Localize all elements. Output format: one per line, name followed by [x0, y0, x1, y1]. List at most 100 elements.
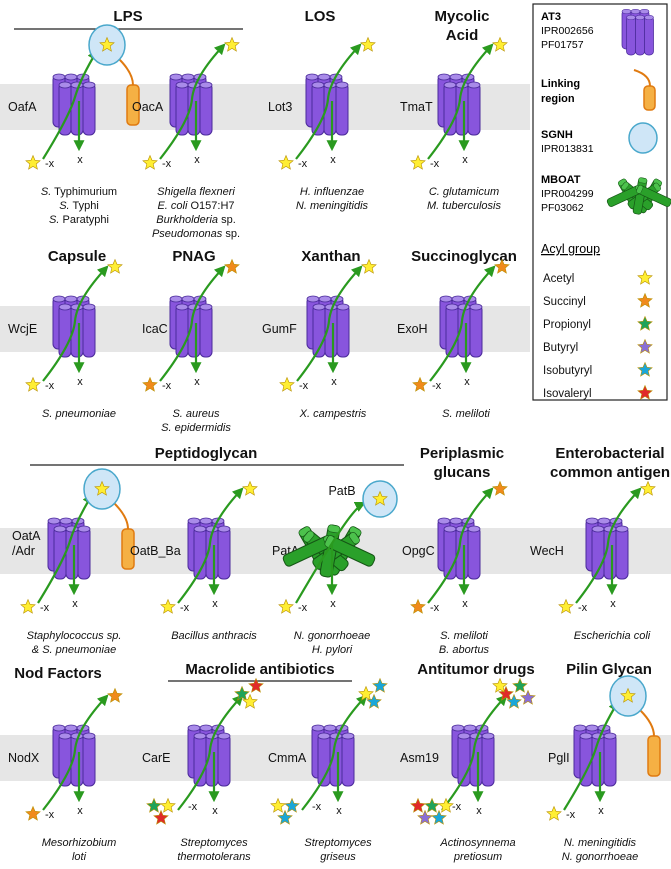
acceptor-x: x: [77, 154, 83, 166]
product-star-acetyl: [242, 480, 258, 496]
product-star-succinyl: [107, 687, 123, 703]
at3-barrel: [573, 724, 617, 787]
acyl-transfer-arrow: [296, 265, 363, 382]
acyl-transfer-arrow: [177, 487, 244, 604]
product-star-acetyl: [360, 36, 376, 52]
organism-name: griseus: [320, 851, 356, 863]
donor-x: -x: [430, 158, 440, 170]
heading-nod: Nod Factors: [14, 665, 102, 682]
legend-sgnh-title: SGNH: [541, 129, 573, 141]
protein-label: /Adr: [12, 544, 35, 558]
acyl-transfer-arrow: [301, 694, 368, 811]
linking-region: [121, 528, 135, 570]
acceptor-x: x: [598, 805, 604, 817]
product-star-propionyl: [234, 685, 250, 701]
protein-label: CarE: [142, 751, 170, 765]
donor-star-acetyl: [160, 598, 176, 614]
legend-mboat-id1: IPR004299: [541, 188, 594, 200]
organism-name: N. meningitidis: [564, 837, 637, 849]
organism-name: S. pneumoniae: [42, 408, 116, 420]
legend-mboat-id2: PF03062: [541, 202, 584, 214]
legend-at3-barrel: [621, 8, 654, 56]
legend-acyl-acetyl: Acetyl: [543, 273, 574, 285]
acyl-star-acetyl: [94, 480, 110, 496]
organism-name: Staphylococcus sp.: [27, 630, 122, 642]
donor-star-propionyl: [424, 797, 440, 813]
legend-star-succinyl: [637, 292, 653, 308]
acceptor-x: x: [194, 376, 200, 388]
organism-name: X. campestris: [299, 408, 367, 420]
organism-name: C. glutamicum: [429, 186, 499, 198]
donor-star-acetyl: [278, 598, 294, 614]
donor-star-acetyl: [438, 797, 454, 813]
legend-sgnh-icon: [628, 122, 658, 154]
organism-name: N. gonorrhoeae: [294, 630, 370, 642]
protein-label: OatA: [12, 529, 41, 543]
organism-name: Streptomyces: [304, 837, 372, 849]
product-star-succinyl: [224, 258, 240, 274]
product-star-acetyl: [242, 693, 258, 709]
section-headings: LPS LOS Mycolic Acid Capsule PNAG Xantha…: [14, 8, 670, 682]
linking-region: [126, 84, 140, 126]
donor-x: -x: [180, 602, 190, 614]
heading-los: LOS: [305, 8, 336, 25]
legend-star-acetyl: [637, 269, 653, 285]
donor-x: -x: [298, 602, 308, 614]
acceptor-x: x: [194, 154, 200, 166]
linking-region-connector: [113, 502, 129, 530]
acceptor-x: x: [331, 376, 337, 388]
product-star-acetyl: [107, 258, 123, 274]
acyl-transfer-arrow: [42, 694, 109, 811]
heading-pilin: Pilin Glycan: [566, 661, 652, 678]
acyl-transfer-arrow: [177, 694, 244, 811]
protein-label: WcjE: [8, 322, 37, 336]
at3-barrel: [451, 724, 495, 787]
product-star-acetyl: [361, 258, 377, 274]
heading-pnag: PNAG: [172, 248, 215, 265]
at3-barrel: [305, 73, 349, 136]
donor-star-butyryl: [417, 809, 433, 825]
donor-x: -x: [566, 809, 576, 821]
legend-sgnh-id1: IPR013831: [541, 143, 594, 155]
protein-label: ExoH: [397, 322, 428, 336]
acceptor-x: x: [77, 805, 83, 817]
heading-succinoglycan: Succinoglycan: [411, 248, 517, 265]
donor-star-isovaleryl: [410, 797, 426, 813]
protein-label: OafA: [8, 100, 37, 114]
donor-star-acetyl: [25, 154, 41, 170]
acceptor-x: x: [476, 805, 482, 817]
acceptor-x: x: [462, 598, 468, 610]
organism-name: S. Typhimurium: [41, 186, 117, 198]
organism-name: E. coli O157:H7: [157, 200, 234, 212]
legend-acyl-isovaleryl: Isovaleryl: [543, 388, 592, 400]
linking-region: [647, 735, 661, 777]
legend-mboat-domain: [606, 177, 671, 215]
protein-label: IcaC: [142, 322, 168, 336]
acceptor-x: x: [610, 598, 616, 610]
product-star-isobutyryl: [366, 693, 382, 709]
acyl-transfer-arrow: [159, 43, 226, 160]
at3-barrel: [585, 517, 629, 580]
acyl-transfer-arrow: [429, 265, 496, 382]
heading-lps: LPS: [113, 8, 142, 25]
donor-x: -x: [430, 602, 440, 614]
organism-name: S. epidermidis: [161, 422, 231, 434]
legend-acyl-title: Acyl group: [541, 242, 600, 256]
protein-label: WecH: [530, 544, 564, 558]
donor-star-succinyl: [410, 598, 426, 614]
acyl-transfer-arrow: [427, 487, 494, 604]
acceptor-x: x: [77, 376, 83, 388]
legend-mboat-title: MBOAT: [541, 174, 581, 186]
heading-mycolic-1: Mycolic: [434, 8, 489, 25]
donor-x: -x: [312, 801, 322, 813]
organism-name: Mesorhizobium: [42, 837, 117, 849]
